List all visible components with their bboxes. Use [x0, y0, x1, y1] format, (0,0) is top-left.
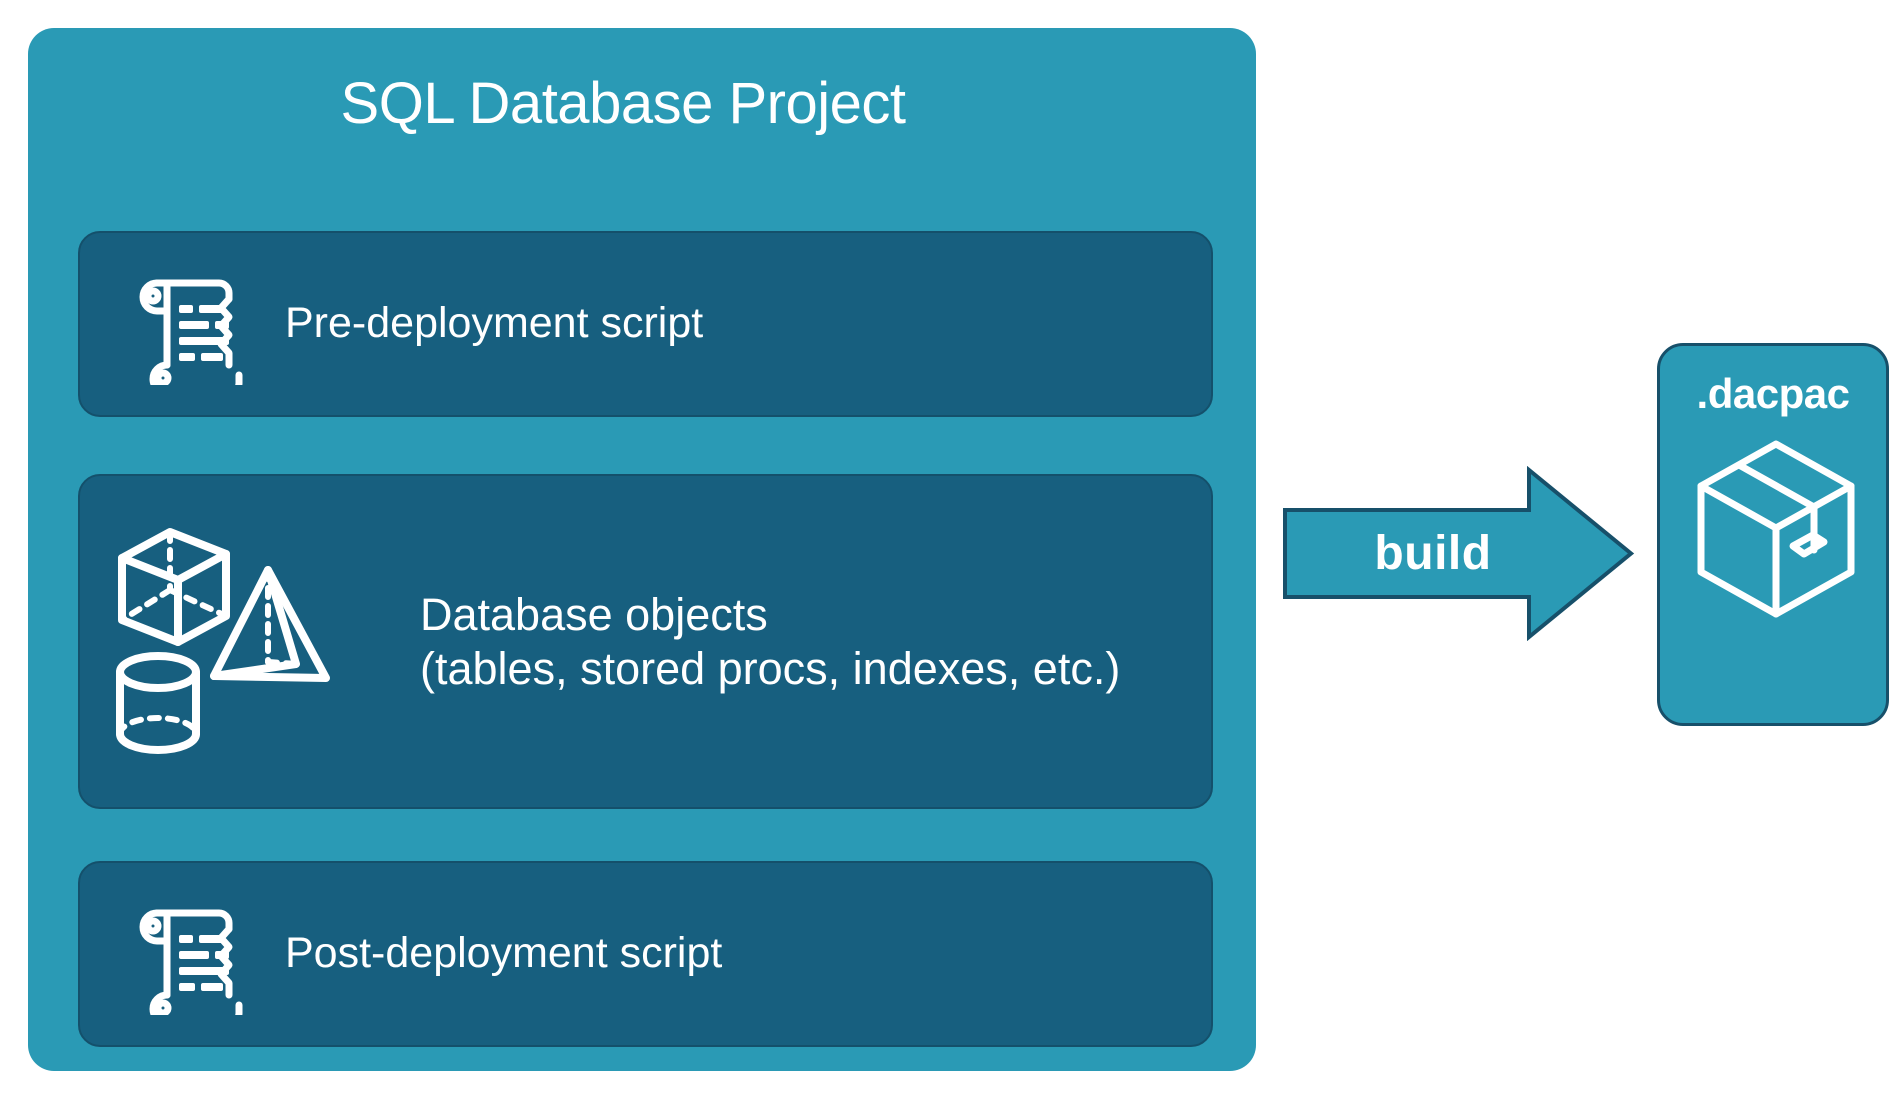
panel-database-objects-label: Database objects (tables, stored procs, …: [420, 589, 1121, 694]
cylinder-wireframe-icon: [116, 651, 200, 754]
dacpac-label: .dacpac: [1696, 370, 1850, 417]
dacpac-output-card[interactable]: .dacpac: [1657, 343, 1889, 726]
panel-post-deployment[interactable]: Post-deployment script: [78, 861, 1213, 1047]
panel-post-deployment-label: Post-deployment script: [285, 929, 723, 978]
scroll-icon-wrapper-post: [80, 893, 285, 1015]
cube-wireframe-icon: [118, 527, 230, 646]
scroll-icon: [139, 909, 242, 1015]
shapes-icon-group: [116, 527, 330, 754]
pyramid-wireframe-icon: [210, 565, 330, 682]
build-arrow[interactable]: [1283, 466, 1635, 641]
sql-database-project-card: SQL Database Project: [28, 28, 1256, 1071]
package-box-icon: [1697, 440, 1855, 618]
project-title: SQL Database Project: [340, 71, 906, 136]
scroll-lines: [178, 305, 229, 361]
panel-pre-deployment[interactable]: Pre-deployment script: [78, 231, 1213, 417]
panel-pre-deployment-label: Pre-deployment script: [285, 299, 704, 348]
database-objects-icons: [80, 512, 420, 772]
scroll-icon-wrapper: [80, 263, 285, 385]
panel-database-objects[interactable]: Database objects (tables, stored procs, …: [78, 474, 1213, 809]
scroll-icon: [139, 279, 242, 385]
scroll-lines: [178, 935, 229, 991]
build-arrow-shape: [1283, 466, 1635, 641]
